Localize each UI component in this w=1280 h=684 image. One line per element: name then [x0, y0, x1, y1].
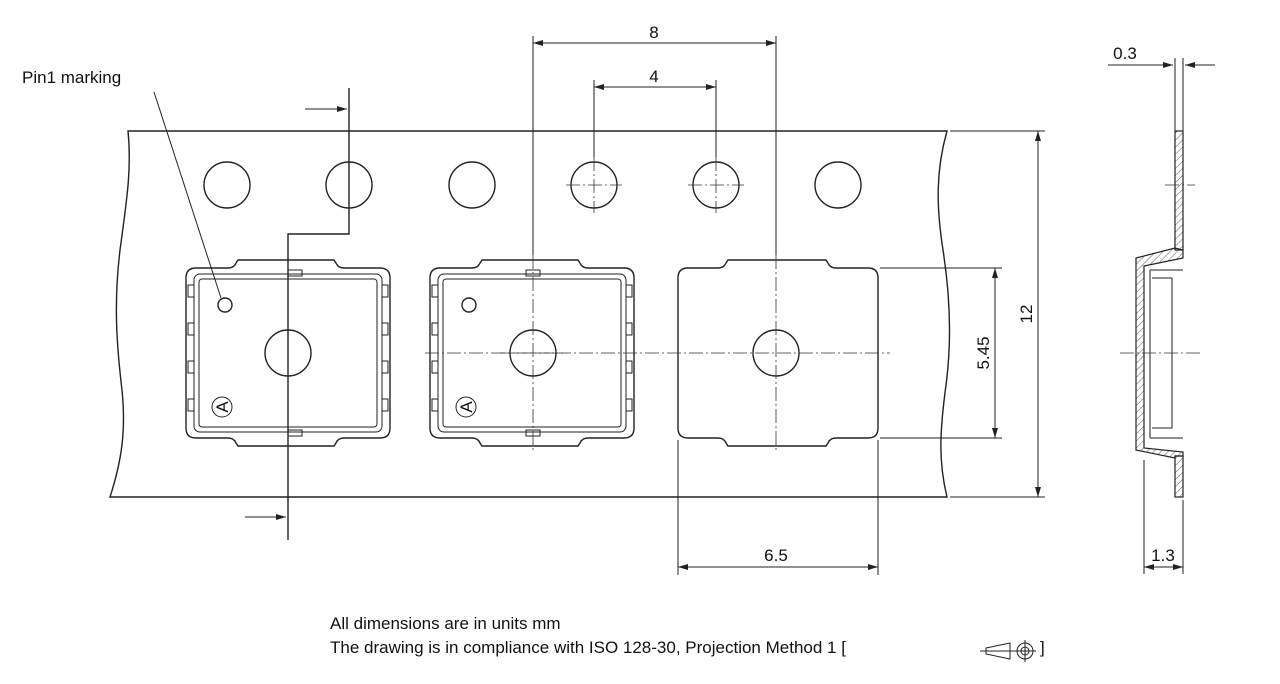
sprocket-hole: [814, 161, 862, 209]
pocket-width-value: 6.5: [764, 546, 788, 565]
projection-note-end: ]: [1040, 638, 1045, 657]
dimension-tape-width: 12: [950, 130, 1045, 498]
polarity-mark: [211, 396, 233, 418]
polarity-letter: A: [457, 401, 476, 413]
projection-method-icon: [980, 640, 1036, 662]
dimension-pocket-depth: 1.3: [1143, 460, 1184, 574]
pocket-height-value: 5.45: [974, 336, 993, 369]
drawing-notes: All dimensions are in units mm The drawi…: [330, 614, 1045, 662]
side-section-view: [1120, 130, 1200, 498]
dimension-pocket-pitch: 8: [532, 23, 777, 255]
sprocket-hole: [203, 161, 251, 209]
polarity-mark: [455, 396, 477, 418]
sprocket-hole: [448, 161, 496, 209]
pin1-dot: [461, 297, 477, 313]
pin1-dot: [217, 297, 233, 313]
section-cut-line: [245, 88, 350, 540]
tape-width-value: 12: [1017, 305, 1036, 324]
projection-note: The drawing is in compliance with ISO 12…: [330, 638, 846, 657]
sprocket-pitch-value: 4: [649, 67, 658, 86]
polarity-letter: A: [213, 401, 232, 413]
dimension-tape-thickness: 0.3: [1108, 44, 1215, 131]
pin1-marking-label: Pin1 marking: [22, 68, 121, 87]
units-note: All dimensions are in units mm: [330, 614, 561, 633]
pin1-annotation: Pin1 marking: [22, 68, 222, 299]
carrier-tape: [109, 130, 951, 498]
dimension-pocket-width: 6.5: [677, 440, 879, 575]
pocket-pitch-value: 8: [649, 23, 658, 42]
pocket-depth-value: 1.3: [1151, 546, 1175, 565]
sprocket-holes: [203, 157, 862, 213]
dimension-sprocket-pitch: 4: [593, 67, 717, 157]
tape-thickness-value: 0.3: [1113, 44, 1137, 63]
dimension-pocket-height: 5.45: [880, 267, 1002, 439]
